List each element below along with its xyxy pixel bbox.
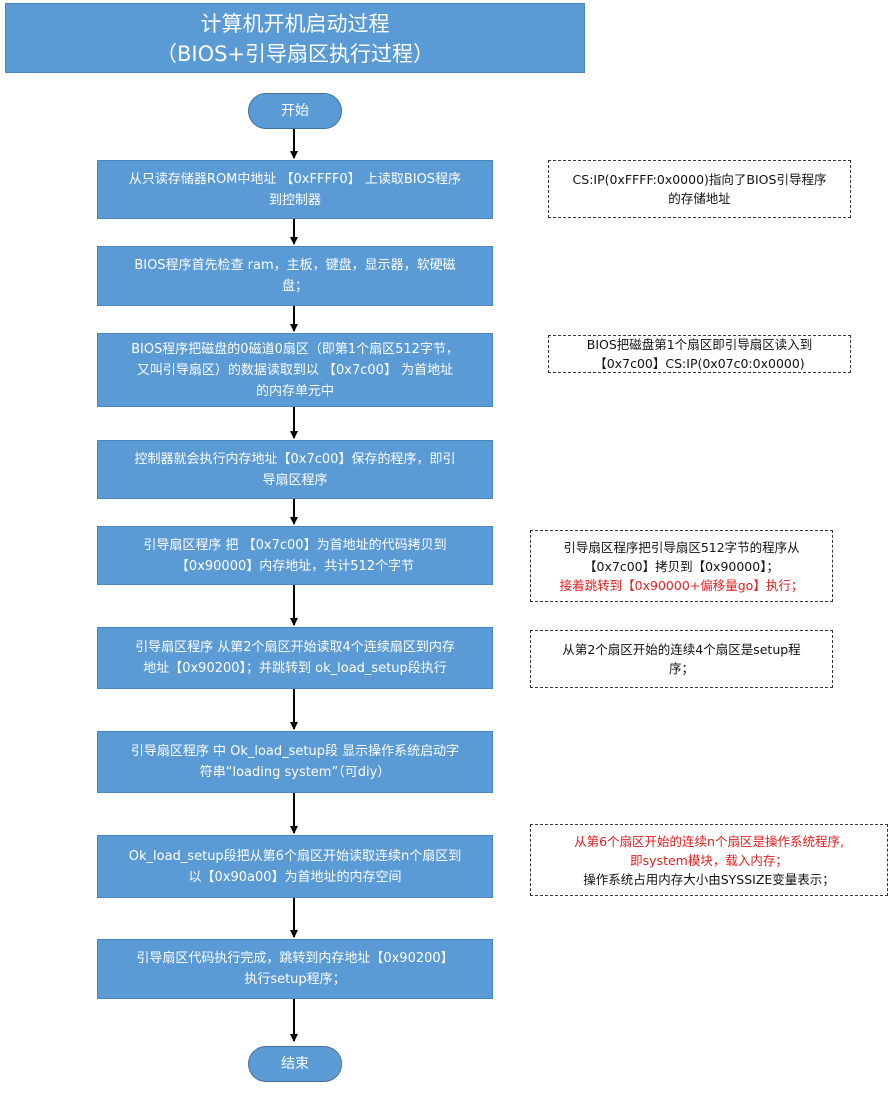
- step-4-line-2: 导扇区程序: [262, 472, 328, 488]
- note-4-line-2: 序；: [668, 661, 694, 676]
- title-line-2: （BIOS+引导扇区执行过程）: [155, 42, 435, 66]
- step-box-9: 引导扇区代码执行完成，跳转到内存地址【0x90200】 执行setup程序；: [97, 939, 493, 999]
- step-2-line-1: BIOS程序首先检查 ram，主板，键盘，显示器，软硬磁: [134, 258, 456, 273]
- title-line-1: 计算机开机启动过程: [200, 12, 390, 36]
- step-1-line-1: 从只读存储器ROM中地址 【0xFFFF0】 上读取BIOS程序: [128, 171, 462, 187]
- diagram-title: 计算机开机启动过程 （BIOS+引导扇区执行过程）: [5, 3, 585, 73]
- step-box-7: 引导扇区程序 中 Ok_load_setup段 显示操作系统启动字 符串“loa…: [97, 731, 493, 793]
- note-box-1: CS:IP(0xFFFF:0x0000)指向了BIOS引导程序 的存储地址: [548, 160, 851, 218]
- step-box-6: 引导扇区程序 从第2个扇区开始读取4个连续扇区到内存 地址【0x90200】；并…: [97, 627, 493, 689]
- note-2-line-1: BIOS把磁盘第1个扇区即引导扇区读入到: [586, 337, 813, 352]
- note-3-line-1: 引导扇区程序把引导扇区512字节的程序从: [563, 539, 800, 555]
- step-7-line-2: 符串“loading system”（可diy）: [199, 765, 391, 780]
- step-6-line-1: 引导扇区程序 从第2个扇区开始读取4个连续扇区到内存: [135, 640, 455, 655]
- step-7-line-1: 引导扇区程序 中 Ok_load_setup段 显示操作系统启动字: [130, 744, 460, 759]
- start-terminal: 开始: [248, 93, 342, 129]
- step-1-line-2: 到控制器: [268, 192, 321, 208]
- note-5-red-line-1: 从第6个扇区开始的连续n个扇区是操作系统程序,: [574, 833, 844, 849]
- start-label: 开始: [281, 103, 309, 119]
- step-8-line-2: 以【0x90a00】为首地址的内存空间: [188, 869, 402, 885]
- step-3-line-1: BIOS程序把磁盘的0磁道0扇区（即第1个扇区512字节，: [131, 341, 459, 357]
- end-label: 结束: [281, 1056, 309, 1072]
- note-1-line-2: 的存储地址: [668, 191, 731, 206]
- step-box-2: BIOS程序首先检查 ram，主板，键盘，显示器，软硬磁 盘；: [97, 246, 493, 306]
- note-3-line-2: 【0x7c00】拷贝到【0x90000】；: [584, 558, 779, 574]
- step-5-line-1: 引导扇区程序 把 【0x7c00】为首地址的代码拷贝到: [143, 537, 447, 553]
- note-box-2: BIOS把磁盘第1个扇区即引导扇区读入到 【0x7c00】CS:IP(0x07c…: [548, 335, 851, 373]
- note-5-line-1: 操作系统占用内存大小由SYSSIZE变量表示；: [583, 871, 835, 887]
- note-box-4: 从第2个扇区开始的连续4个扇区是setup程 序；: [530, 630, 833, 688]
- step-box-8: Ok_load_setup段把从第6个扇区开始读取连续n个扇区到 以【0x90a…: [97, 835, 493, 898]
- step-5-line-2: 【0x90000】内存地址，共计512个字节: [175, 558, 415, 574]
- step-3-line-2: 又叫引导扇区）的数据读取到以 【0x7c00】 为首地址: [136, 362, 454, 378]
- step-8-line-1: Ok_load_setup段把从第6个扇区开始读取连续n个扇区到: [128, 848, 462, 864]
- note-box-3: 引导扇区程序把引导扇区512字节的程序从 【0x7c00】拷贝到【0x90000…: [530, 530, 833, 602]
- step-2-line-2: 盘；: [281, 279, 308, 294]
- step-9-line-2: 执行setup程序；: [244, 972, 346, 987]
- step-box-3: BIOS程序把磁盘的0磁道0扇区（即第1个扇区512字节， 又叫引导扇区）的数据…: [97, 333, 493, 407]
- note-box-5: 从第6个扇区开始的连续n个扇区是操作系统程序, 即system模块，载入内存； …: [530, 824, 888, 896]
- step-box-1: 从只读存储器ROM中地址 【0xFFFF0】 上读取BIOS程序 到控制器: [97, 160, 493, 219]
- end-terminal: 结束: [248, 1046, 342, 1082]
- step-box-4: 控制器就会执行内存地址【0x7c00】保存的程序，即引 导扇区程序: [97, 440, 493, 499]
- step-box-5: 引导扇区程序 把 【0x7c00】为首地址的代码拷贝到 【0x90000】内存地…: [97, 526, 493, 585]
- step-6-line-2: 地址【0x90200】；并跳转到 ok_load_setup段执行: [143, 661, 447, 676]
- note-1-line-1: CS:IP(0xFFFF:0x0000)指向了BIOS引导程序: [572, 172, 827, 187]
- note-2-line-2: 【0x7c00】CS:IP(0x07c0:0x0000): [594, 356, 805, 371]
- step-4-line-1: 控制器就会执行内存地址【0x7c00】保存的程序，即引: [134, 451, 456, 467]
- step-9-line-1: 引导扇区代码执行完成，跳转到内存地址【0x90200】: [136, 951, 454, 966]
- note-5-red-line-2: 即system模块，载入内存；: [630, 852, 788, 868]
- note-4-line-1: 从第2个扇区开始的连续4个扇区是setup程: [562, 642, 801, 657]
- note-3-red-line-1: 接着跳转到【0x90000+偏移量go】执行；: [559, 577, 804, 593]
- step-3-line-3: 的内存单元中: [255, 383, 334, 399]
